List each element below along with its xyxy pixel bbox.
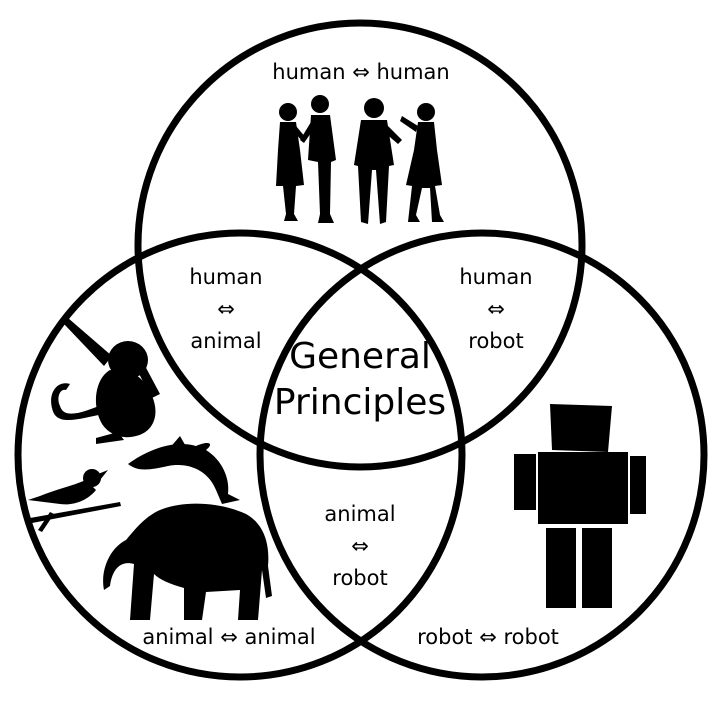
bird-silhouette-icon bbox=[28, 469, 121, 532]
label-human-animal: human ⇔ animal bbox=[189, 265, 263, 353]
label-general-principles: General Principles bbox=[273, 336, 447, 423]
label-human-robot: human ⇔ robot bbox=[459, 265, 533, 353]
monkey-silhouette-icon bbox=[51, 318, 160, 444]
robot-circle bbox=[256, 229, 708, 681]
animal-circle bbox=[14, 229, 466, 681]
human-circle bbox=[134, 19, 586, 471]
people-silhouette-icon bbox=[276, 95, 444, 224]
label-robot-robot: robot ⇔ robot bbox=[417, 625, 559, 649]
elephant-silhouette-icon bbox=[103, 503, 272, 620]
label-animal-robot: animal ⇔ robot bbox=[324, 502, 396, 590]
label-animal-animal: animal ⇔ animal bbox=[142, 625, 316, 649]
dolphin-silhouette-icon bbox=[128, 436, 240, 504]
label-human-human: human ⇔ human bbox=[272, 60, 450, 84]
robot-silhouette-icon bbox=[514, 404, 646, 608]
